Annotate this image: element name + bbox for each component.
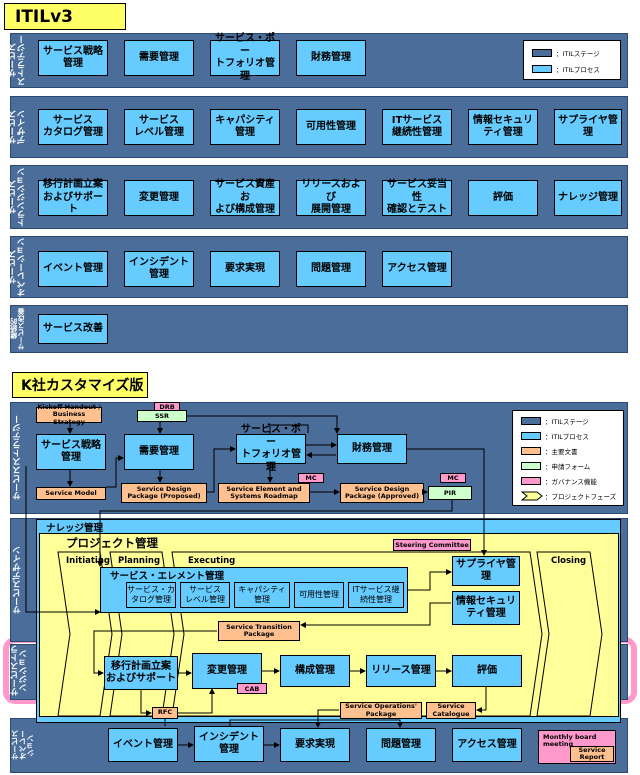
- itil-supplier-mgmt: サプライヤ管理: [554, 109, 622, 145]
- service-model: Service Model: [36, 487, 106, 500]
- itil-request-fulfilment: 要求実現: [210, 251, 280, 287]
- itil-change-mgmt: 変更管理: [124, 180, 194, 216]
- legend2-phase-text: ：プロジェクトフェーズ: [545, 493, 617, 501]
- legend2-process-text: ：ITILプロセス: [545, 433, 589, 441]
- service-operations-package: Service Operations' Package: [340, 702, 422, 719]
- itil-event-mgmt: イベント管理: [38, 251, 108, 287]
- phase-executing: Executing: [188, 556, 236, 566]
- itil-security-mgmt: 情報セキュリ ティ管理: [468, 109, 538, 145]
- itil-portfolio-mgmt: サービス・ポー トフォリオ管理: [210, 33, 280, 82]
- itil-legend: ：ITILステージ ：ITILプロセス: [523, 40, 621, 80]
- itil-demand-mgmt: 需要管理: [124, 40, 194, 76]
- legend-process-text: ：ITILプロセス: [556, 66, 600, 74]
- element-continuity-mgmt: ITサービス継 続性管理: [348, 582, 404, 608]
- knowledge-mgmt-label: ナレッジ管理: [46, 523, 104, 534]
- stage-label-strategy: サービス ストラテジー: [8, 35, 27, 86]
- itil-problem-mgmt: 問題管理: [296, 251, 366, 287]
- cab-governance: CAB: [237, 683, 267, 694]
- sdp-proposed: Service Design Package (Proposed): [121, 483, 207, 503]
- mc-governance-2: MC: [440, 473, 466, 483]
- itil-release-deploy-mgmt: リリースおよび 展開管理: [296, 179, 366, 216]
- element-availability-mgmt: 可用性管理: [294, 582, 344, 608]
- element-capacity-mgmt: キャパシティ 管理: [234, 582, 290, 608]
- custom-legend: ：ITILステージ ：ITILプロセス ：主要文書 ：申請フォーム ：ガバナンス…: [512, 410, 624, 506]
- mc-governance-1: MC: [298, 473, 324, 483]
- finance-mgmt: 財務管理: [337, 434, 407, 464]
- phase-initiating: Initiating: [66, 556, 110, 566]
- itil-strategy-mgmt: サービス戦略 管理: [38, 40, 108, 76]
- supplier-mgmt: サプライヤ管理: [452, 556, 520, 586]
- itilv3-title: ITILv3: [4, 3, 126, 30]
- release-mgmt: リリース管理: [366, 655, 436, 687]
- request-fulfilment: 要求実現: [280, 728, 350, 762]
- itil-level-mgmt: サービス レベル管理: [124, 109, 194, 145]
- steering-committee: Steering Committee: [393, 539, 471, 551]
- legend2-phase-swatch: [521, 491, 543, 501]
- service-transition-package: Service Transition Package: [218, 621, 300, 641]
- problem-mgmt: 問題管理: [366, 728, 436, 762]
- service-element-roadmap: Service Element and Systems Roadmap: [218, 483, 310, 503]
- legend2-stage-text: ：ITILステージ: [545, 418, 589, 426]
- legend2-doc-text: ：主要文書: [545, 448, 578, 456]
- phase-planning: Planning: [118, 556, 161, 566]
- strategy-mgmt: サービス戦略 管理: [36, 434, 106, 470]
- portfolio-mgmt: サービス・ポー トフォリオ管理: [236, 424, 306, 473]
- incident-mgmt: インシデント 管理: [194, 726, 264, 762]
- element-level-mgmt: サービス レベル管理: [180, 582, 230, 608]
- itil-availability-mgmt: 可用性管理: [296, 109, 366, 145]
- service-element-mgmt-label: サービス・エレメント管理: [110, 571, 225, 582]
- pir-form: PIR: [428, 486, 472, 500]
- itil-service-improvement: サービス改善: [38, 314, 108, 344]
- legend2-form-text: ：申請フォーム: [545, 463, 591, 471]
- element-catalog-mgmt: サービス・カ タログ管理: [126, 582, 176, 608]
- custom-title: K社カスタマイズ版: [12, 372, 148, 398]
- itil-evaluation: 評価: [468, 180, 538, 216]
- rfc-document: RFC: [152, 707, 178, 719]
- service-catalogue: Service Catalogue: [426, 702, 476, 719]
- ssr-form: SSR: [137, 410, 187, 422]
- itil-capacity-mgmt: キャパシティ 管理: [210, 109, 280, 145]
- stage-label-csi: 継続的 サービス改善: [9, 308, 25, 350]
- kickoff-handout: Kickoff Handout / Business Strategy: [36, 402, 102, 426]
- stage-label-design: サービス デザイン: [8, 110, 27, 144]
- legend2-gov-text: ：ガバナンス機能: [545, 478, 597, 486]
- demand-mgmt: 需要管理: [124, 434, 194, 470]
- itil-incident-mgmt: インシデント 管理: [124, 251, 194, 287]
- security-mgmt: 情報セキュリ ティ管理: [452, 591, 520, 625]
- stage-label-transition: サービス トランジション: [8, 167, 27, 227]
- lane-label-transition: サービストラ ンジション: [10, 645, 29, 697]
- legend-stage-text: ：ITILステージ: [556, 50, 600, 58]
- lane-label-strategy: サービスストラテジー: [12, 415, 23, 501]
- configuration-mgmt: 構成管理: [280, 655, 350, 687]
- access-mgmt: アクセス管理: [452, 728, 522, 762]
- itil-access-mgmt: アクセス管理: [382, 251, 452, 287]
- lane-label-design: サービスデザイン: [12, 546, 23, 614]
- sdp-approved: Service Design Package (Approved): [340, 483, 424, 503]
- itil-continuity-mgmt: ITサービス 継続性管理: [382, 109, 452, 145]
- phase-closing: Closing: [551, 556, 587, 566]
- project-mgmt-label: プロジェクト管理: [66, 536, 158, 550]
- itil-validation-testing: サービス妥当性 確認とテスト: [382, 179, 452, 216]
- itil-knowledge-mgmt: ナレッジ管理: [554, 180, 622, 216]
- event-mgmt: イベント管理: [108, 728, 178, 762]
- transition-planning-support: 移行計画立案 およびサポート: [104, 656, 178, 690]
- itil-catalog-mgmt: サービス カタログ管理: [38, 109, 108, 145]
- evaluation: 評価: [452, 655, 522, 687]
- itil-finance-mgmt: 財務管理: [296, 40, 366, 76]
- stage-csi: [10, 305, 628, 353]
- itil-planning-support: 移行計画立案 およびサポート: [38, 179, 108, 216]
- lane-label-operation: サービス オペレー ション: [10, 730, 35, 761]
- stage-label-operation: サービス オペレーション: [8, 237, 27, 297]
- service-report: Service Report: [570, 746, 614, 762]
- itil-asset-config-mgmt: サービス資産お よび構成管理: [210, 179, 280, 216]
